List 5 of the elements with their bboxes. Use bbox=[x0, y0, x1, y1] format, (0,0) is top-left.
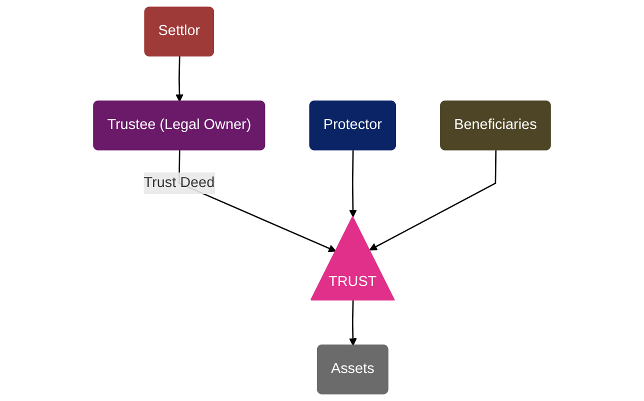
arrow bbox=[348, 300, 357, 346]
arrow bbox=[176, 56, 184, 102]
arrow bbox=[349, 150, 357, 218]
edge-label: Trust Deed bbox=[144, 175, 215, 190]
arrow bbox=[369, 150, 497, 250]
